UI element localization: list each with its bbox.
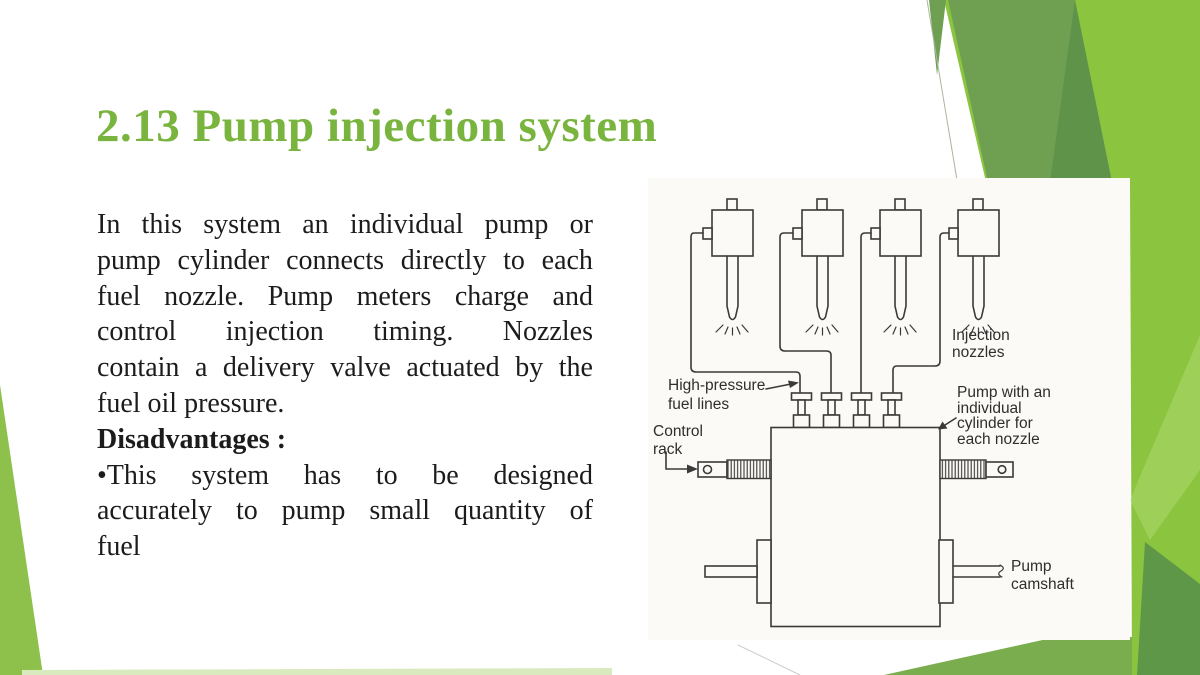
bottom-pale-strip <box>22 668 612 675</box>
top-right-medium-wedge <box>948 0 1075 182</box>
fuel-lines <box>690 232 950 394</box>
control-rack-bar <box>697 459 1014 480</box>
thin-diagonal-line-top <box>926 0 958 181</box>
body-text-line: fuel oil pressure. <box>97 387 285 419</box>
label-high-pressure-fuel-lines: High-pressure fuel lines <box>668 377 766 413</box>
bottom-left-wedge <box>0 385 43 675</box>
right-light-overlay <box>1130 335 1200 540</box>
label-arrows <box>665 380 957 474</box>
label-pump-individual-cylinder: Pump with an individual cylinder for eac… <box>957 384 1051 448</box>
body-text-line: Disadvantages : <box>97 423 287 455</box>
pump-body <box>770 426 941 628</box>
pump-camshaft-assembly <box>704 539 1004 604</box>
bottom-band <box>884 637 1132 675</box>
body-text-line: fuel <box>97 531 141 563</box>
top-right-dark-wedge <box>1050 0 1112 182</box>
label-pump-camshaft: Pump camshaft <box>1011 558 1074 593</box>
pump-injection-diagram <box>648 178 1130 640</box>
injection-nozzle-unit <box>702 198 1000 336</box>
thin-diagonal-line-bottom <box>737 644 801 675</box>
slide-title: 2.13 Pump injection system <box>96 100 658 152</box>
label-injection-nozzles: Injection nozzles <box>952 327 1010 361</box>
top-right-small-sliver <box>929 0 946 75</box>
bottom-right-corner-wedge <box>1137 542 1200 675</box>
label-control-rack: Control rack <box>653 423 703 458</box>
